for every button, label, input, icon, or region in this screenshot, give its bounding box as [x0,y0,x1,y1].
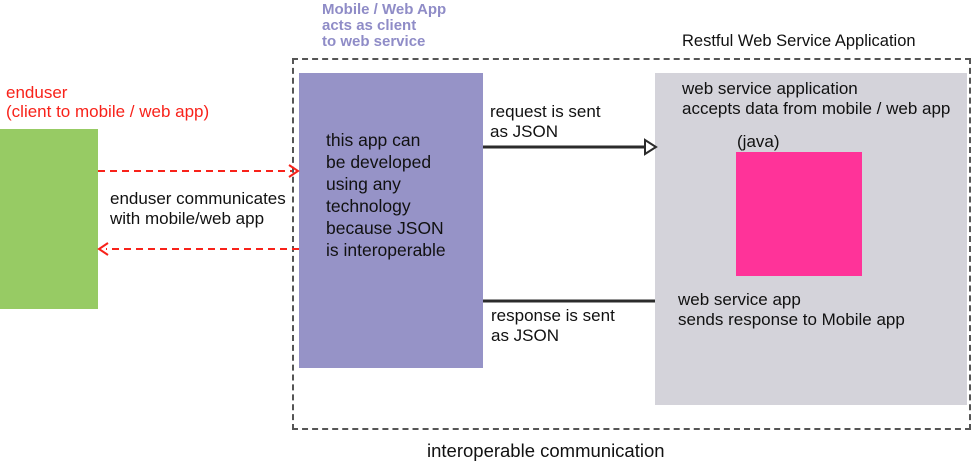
header-line: acts as client [322,17,417,34]
purple-box-line: because JSON [326,218,444,238]
purple-box-line: this app can [326,130,421,150]
purple-box-line: is interoperable [326,240,446,260]
enduser-communicates-label: enduser communicates with mobile/web app [110,189,286,229]
response-label-line: as JSON [491,326,560,345]
ws-accepts-line: web service application [682,79,858,98]
web-service-application-box: web service application accepts data fro… [655,73,967,405]
app-to-enduser-arrowhead [97,242,109,256]
response-label-line: response is sent [491,306,615,325]
enduser-box [0,129,98,309]
purple-box-line: using any [326,174,401,194]
java-label: (java) [737,132,780,151]
ws-sends-line: web service app [678,290,801,309]
mobile-web-app-header: Mobile / Web App acts as client to web s… [322,2,446,50]
request-label-line: request is sent [490,102,601,121]
enduser-label: enduser (client to mobile / web app) [6,83,210,121]
request-json-label: request is sent as JSON [490,102,601,142]
request-label-line: as JSON [490,122,559,141]
diagram-caption: interoperable communication [427,440,665,461]
enduser-label-line: enduser [6,83,68,102]
enduser-label-line: (client to mobile / web app) [6,101,210,121]
ws-accepts-line: accepts data from mobile / web app [682,99,951,118]
java-service-box [736,152,862,276]
purple-box-line: be developed [326,152,432,172]
ws-sends-label: web service app sends response to Mobile… [678,290,905,330]
purple-box-line: technology [326,196,411,216]
interoperable-communication-boundary [292,58,971,430]
header-line: to web service [322,33,426,50]
header-line: Mobile / Web App [322,1,447,18]
response-json-label: response is sent as JSON [491,306,615,346]
ws-sends-line: sends response to Mobile app [678,310,905,329]
ws-accepts-label: web service application accepts data fro… [682,79,950,119]
restful-web-service-title: Restful Web Service Application [682,32,916,50]
mobile-web-app-box: this app can be developed using any tech… [299,73,483,368]
enduser-comm-line: enduser communicates [110,189,286,208]
enduser-comm-line: with mobile/web app [110,209,265,228]
